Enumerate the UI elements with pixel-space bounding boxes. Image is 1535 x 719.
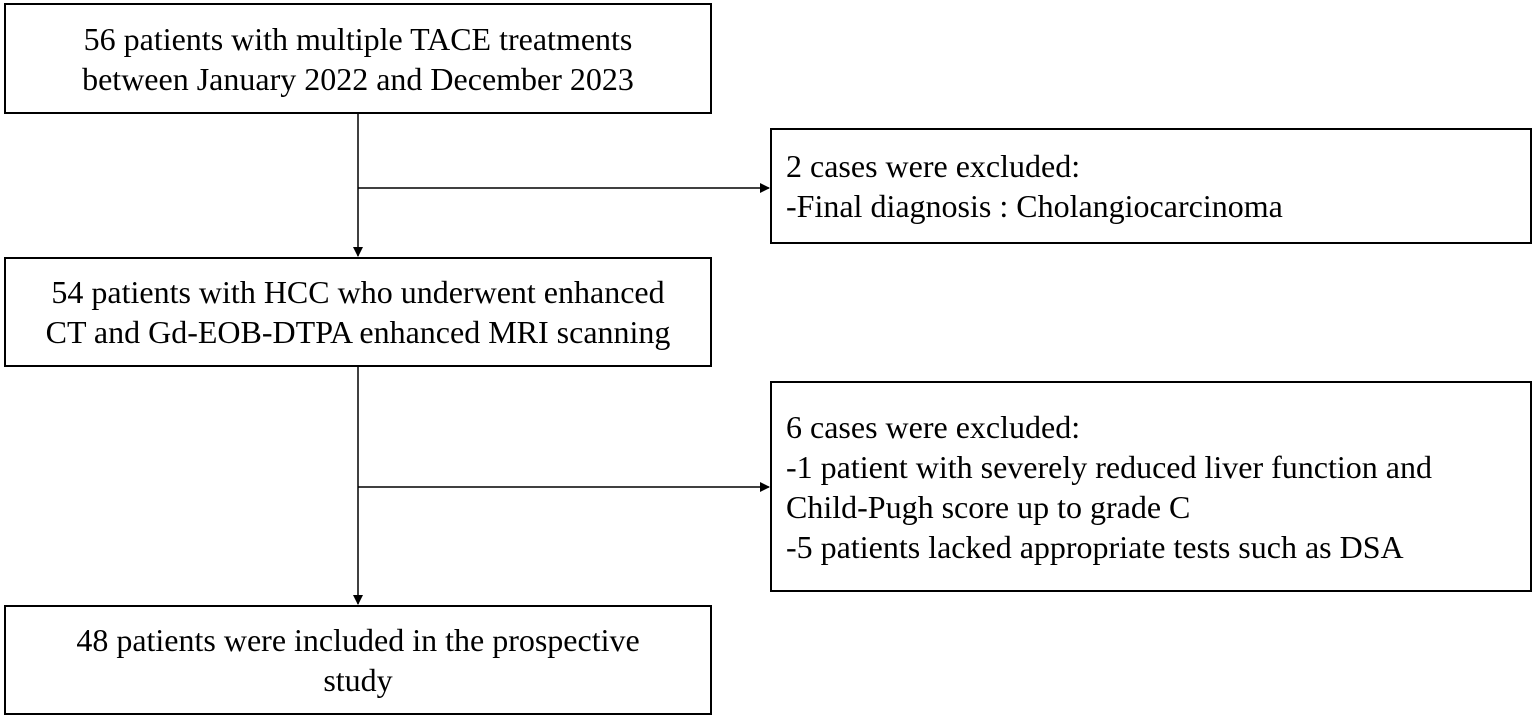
step-final-cohort-line-2: study xyxy=(323,662,393,698)
step-final-cohort-line-1: 48 patients were included in the prospec… xyxy=(76,622,640,658)
step-initial-cohort-line-1: 56 patients with multiple TACE treatment… xyxy=(83,20,633,57)
step-initial-cohort-line-2: between January 2022 and December 2023 xyxy=(82,60,634,97)
step-hcc-cohort-line-1: 54 patients with HCC who underwent enhan… xyxy=(51,274,665,310)
exclusion-box-1: 2 cases were excluded: -Final diagnosis … xyxy=(770,128,1532,244)
step-hcc-cohort: 54 patients with HCC who underwent enhan… xyxy=(4,257,712,367)
exclusion-box-2: 6 cases were excluded: -1 patient with s… xyxy=(770,381,1532,592)
exclusion-2-heading: 6 cases were excluded: xyxy=(786,408,1081,445)
step-final-cohort: 48 patients were included in the prospec… xyxy=(4,605,712,715)
step-hcc-cohort-line-2: CT and Gd-EOB-DTPA enhanced MRI scanning xyxy=(45,314,671,350)
exclusion-1-heading: 2 cases were excluded: xyxy=(786,148,1081,184)
exclusion-2-reason-2: -5 patients lacked appropriate tests suc… xyxy=(786,528,1404,565)
step-initial-cohort: 56 patients with multiple TACE treatment… xyxy=(4,3,712,114)
exclusion-1-reason: -Final diagnosis : Cholangiocarcinoma xyxy=(786,188,1283,224)
exclusion-2-reason-1: -1 patient with severely reduced liver f… xyxy=(786,448,1432,485)
exclusion-2-reason-1-cont: Child-Pugh score up to grade C xyxy=(786,488,1191,525)
